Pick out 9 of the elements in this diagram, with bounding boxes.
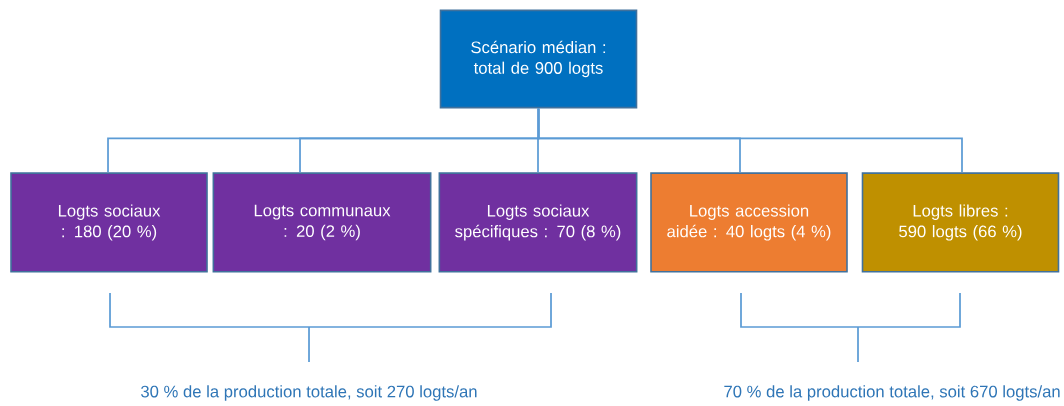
category-box: Logts libres : 590 logts (66 %)	[861, 172, 1060, 273]
connector-line	[537, 107, 963, 174]
category-box: Logts sociaux : 180 (20 %)	[10, 172, 208, 273]
summary-text: 30 % de la production totale, soit 270 logts/an	[141, 385, 477, 401]
category-box: Logts sociaux spécifiques : 70 (8 %)	[438, 172, 638, 273]
category-box: Logts accession aidée : 40 logts (4 %)	[650, 172, 848, 273]
category-box: Logts communaux : 20 (2 %)	[212, 172, 432, 273]
title-box: Scénario médian : total de 900 logts	[439, 9, 638, 109]
summary-text: 70 % de la production totale, soit 670 logts/an	[724, 385, 1060, 401]
